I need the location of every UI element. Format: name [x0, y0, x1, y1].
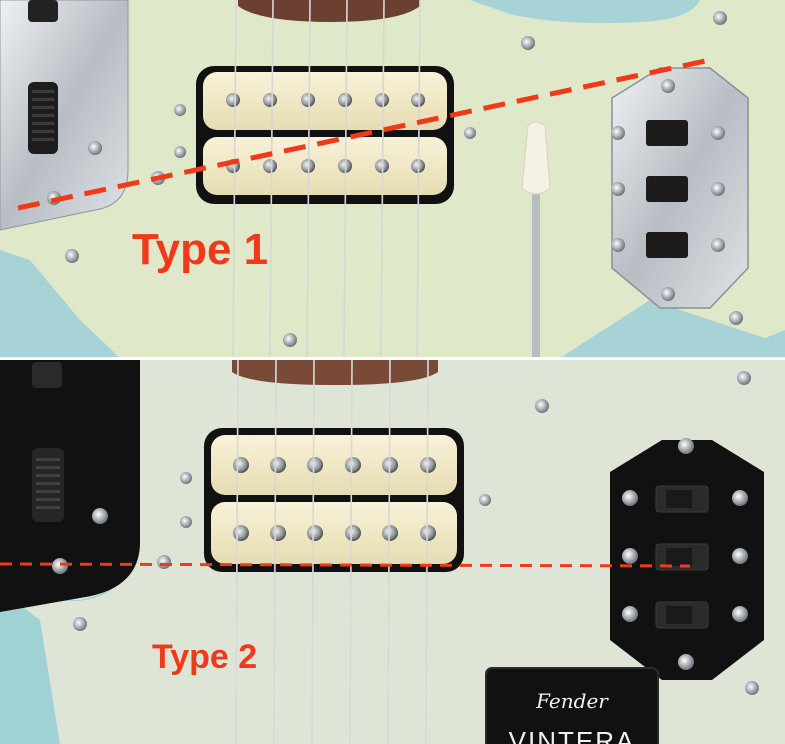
- pole-pieces: [226, 93, 425, 173]
- screws: [47, 11, 743, 347]
- left-control-plate: [0, 360, 140, 612]
- slide-switches: [622, 438, 748, 670]
- neck-end: [232, 360, 438, 385]
- label-type-2: Type 2: [152, 638, 257, 676]
- fender-logo: Fender: [535, 689, 609, 713]
- pickup-coil: [203, 137, 447, 195]
- strings: [232, 0, 421, 358]
- strings: [235, 360, 429, 744]
- neck-end: [238, 0, 420, 22]
- slide-switches: [611, 79, 725, 301]
- body-cutout: [470, 0, 700, 23]
- pickup-coil: [203, 72, 447, 130]
- tremolo-arm-tip: [521, 121, 551, 195]
- pickup-coil: [211, 502, 457, 564]
- reference-line-type-2: [0, 562, 691, 568]
- reference-line-type-1: [17, 57, 711, 211]
- roller-knob: [28, 0, 58, 22]
- label-type-1: Type 1: [132, 225, 268, 274]
- model-name: VINTERA: [509, 726, 636, 744]
- pickup-coil: [211, 435, 457, 495]
- panel-divider: [0, 357, 785, 361]
- brand-badge: [485, 667, 659, 744]
- tremolo-arm: [532, 180, 540, 358]
- left-control-plate: [0, 0, 129, 231]
- bottom-panel: Fender VINTERA Type 2: [0, 360, 785, 744]
- top-panel: Type 1: [0, 0, 785, 358]
- roller-knob: [32, 362, 62, 388]
